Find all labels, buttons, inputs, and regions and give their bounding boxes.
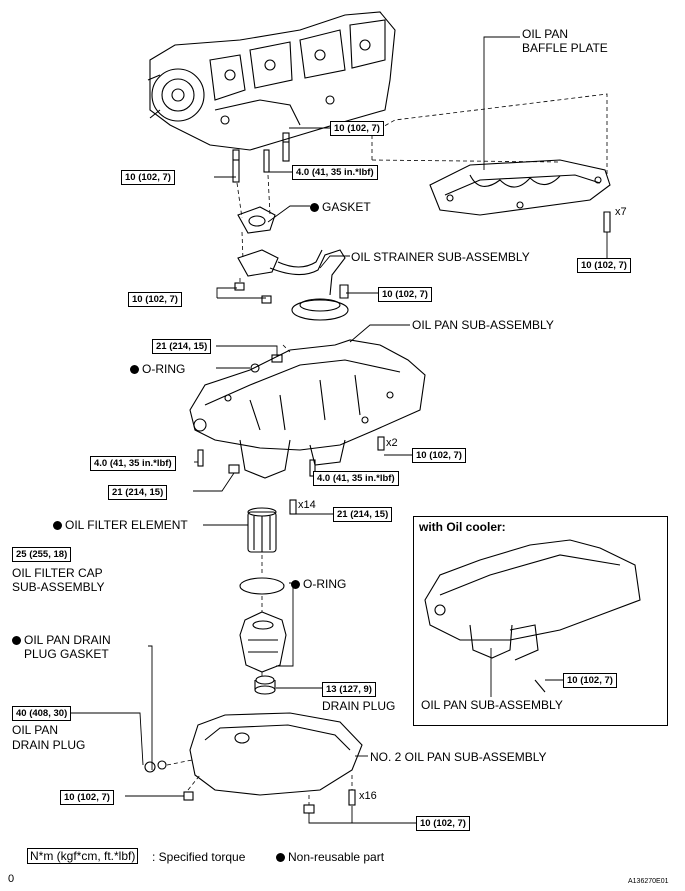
quantity-label: x16	[359, 790, 377, 802]
inset-oil-pan-illustration	[424, 539, 641, 693]
torque-spec: 10 (102, 7)	[330, 121, 384, 136]
torque-spec: 4.0 (41, 35 in.*lbf)	[292, 165, 378, 180]
nonreusable-dot-icon	[53, 521, 62, 530]
engine-bolts	[232, 132, 290, 183]
o-ring-2-label-text: O-RING	[303, 577, 347, 591]
torque-spec: 13 (127, 9)	[322, 682, 376, 697]
baffle-plate-label-line1: OIL PAN	[522, 27, 569, 41]
oil-pan-illustration	[189, 339, 426, 515]
oil-pan-drain-plug-label-line1: OIL PAN	[12, 723, 59, 737]
oil-pan-drain-plug-label-line2: DRAIN PLUG	[12, 738, 86, 752]
torque-spec: 4.0 (41, 35 in.*lbf)	[90, 456, 176, 471]
torque-spec: 10 (102, 7)	[416, 816, 470, 831]
gasket-label-text: GASKET	[322, 200, 371, 214]
torque-spec: 21 (214, 15)	[333, 507, 393, 522]
oil-pan-label: OIL PAN SUB-ASSEMBLY	[412, 318, 554, 332]
torque-spec: 21 (214, 15)	[108, 485, 168, 500]
oil-filter-element-label-text: OIL FILTER ELEMENT	[65, 518, 188, 532]
torque-spec: 10 (102, 7)	[378, 287, 432, 302]
baffle-plate-illustration	[429, 159, 611, 233]
torque-spec: 10 (102, 7)	[577, 258, 631, 273]
torque-spec: 10 (102, 7)	[60, 790, 114, 805]
torque-spec: 10 (102, 7)	[128, 292, 182, 307]
legend-unit-desc: : Specified torque	[152, 850, 246, 864]
torque-spec: 40 (408, 30)	[12, 706, 72, 721]
oil-filter-element-illustration	[247, 507, 277, 553]
no2-oil-pan-label: NO. 2 OIL PAN SUB-ASSEMBLY	[370, 750, 547, 764]
drain-plug-gasket-label-text: OIL PAN DRAIN	[24, 633, 111, 647]
oil-filter-element-label: OIL FILTER ELEMENT	[53, 518, 188, 532]
nonreusable-dot-icon	[130, 365, 139, 374]
oil-filter-cap-illustration	[239, 611, 287, 673]
quantity-label: x7	[615, 206, 627, 218]
torque-spec: 4.0 (41, 35 in.*lbf)	[313, 471, 399, 486]
torque-spec: 25 (255, 18)	[12, 547, 72, 562]
torque-spec: 10 (102, 7)	[412, 448, 466, 463]
gasket-illustration	[237, 206, 276, 234]
dashed-alignment-lines	[166, 93, 608, 805]
legend-unit-box: N*m (kgf*cm, ft.*lbf)	[27, 848, 139, 864]
gasket-label: GASKET	[310, 200, 371, 214]
drain-plug-gasket-label-line1: OIL PAN DRAIN	[12, 633, 111, 647]
quantity-label: x14	[298, 499, 316, 511]
oil-strainer-illustration	[234, 249, 349, 321]
legend-nonreusable-text: Non-reusable part	[288, 850, 385, 864]
nonreusable-dot-icon	[276, 853, 285, 862]
o-ring-illustration	[239, 577, 285, 595]
engine-block-illustration	[147, 11, 396, 151]
oil-cooler-inset	[413, 516, 668, 726]
inset-oil-pan-label: OIL PAN SUB-ASSEMBLY	[421, 698, 563, 712]
drain-plug-gasket-label-line2: PLUG GASKET	[24, 647, 109, 661]
drain-plug-illustration	[254, 675, 276, 695]
oil-filter-cap-label-line1: OIL FILTER CAP	[12, 566, 103, 580]
o-ring-2-label: O-RING	[291, 577, 346, 591]
drain-plug-label: DRAIN PLUG	[322, 699, 396, 713]
torque-spec: 21 (214, 15)	[152, 339, 212, 354]
nonreusable-dot-icon	[12, 636, 21, 645]
oil-strainer-label: OIL STRAINER SUB-ASSEMBLY	[351, 250, 530, 264]
inset-title: with Oil cooler:	[419, 520, 506, 534]
page-number: 0	[8, 873, 15, 885]
o-ring-1-label-text: O-RING	[142, 362, 186, 376]
leader-lines	[71, 36, 608, 824]
oil-filter-cap-label-line2: SUB-ASSEMBLY	[12, 580, 105, 594]
nonreusable-dot-icon	[310, 203, 319, 212]
legend-nonreusable: Non-reusable part	[276, 850, 384, 864]
torque-spec: 10 (102, 7)	[121, 170, 175, 185]
figure-code: A136270E01	[628, 878, 669, 885]
torque-spec: 10 (102, 7)	[563, 673, 617, 688]
nonreusable-dot-icon	[291, 580, 300, 589]
baffle-plate-label-line2: BAFFLE PLATE	[522, 41, 608, 55]
o-ring-1-label: O-RING	[130, 362, 185, 376]
quantity-label: x2	[386, 437, 398, 449]
